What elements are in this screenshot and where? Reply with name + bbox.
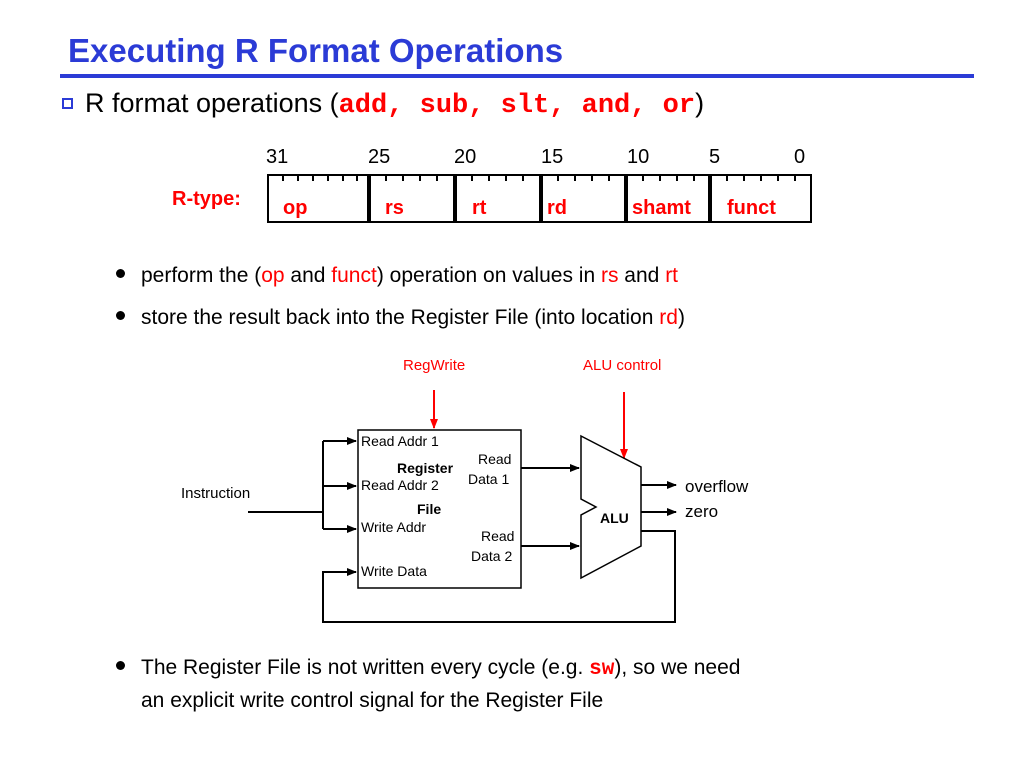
bullet-store: store the result back into the Register … — [116, 306, 685, 330]
heading-ops: add, sub, slt, and, or — [338, 91, 696, 121]
datapath-wires — [248, 437, 677, 623]
bullet3-line2: an explicit write control signal for the… — [141, 689, 604, 712]
bullet3-text-a: The Register File is not written every c… — [141, 656, 590, 679]
bullet1-rt: rt — [665, 264, 679, 287]
write-addr-label: Write Addr — [361, 519, 427, 535]
read-data-1-label-a: Read — [478, 451, 512, 467]
square-bullet-icon — [62, 98, 73, 109]
read-data-2-label-b: Data 2 — [471, 548, 513, 564]
read-data-2-label-a: Read — [481, 528, 515, 544]
read-addr-1-label: Read Addr 1 — [361, 433, 439, 449]
bullet1-rs: rs — [600, 264, 619, 287]
field-rt: rt — [472, 197, 487, 219]
heading-r-format: R format operations (add, sub, slt, and,… — [62, 88, 704, 121]
bullet1-text-b: and — [284, 264, 332, 287]
bit-label-31: 31 — [266, 146, 289, 168]
alu-block — [580, 434, 642, 580]
field-rs: rs — [385, 197, 404, 219]
field-shamt: shamt — [632, 197, 691, 219]
zero-label: zero — [685, 502, 719, 521]
rtype-label: R-type: — [172, 188, 241, 210]
field-op: op — [283, 197, 308, 219]
bullet2-text-b: ) — [677, 306, 685, 329]
heading-suffix: ) — [695, 88, 705, 118]
bullet1-funct: funct — [331, 264, 377, 287]
register-file-block — [357, 429, 522, 589]
bit-label-15: 15 — [541, 146, 564, 168]
title-underline — [60, 74, 974, 78]
write-data-label: Write Data — [361, 563, 427, 579]
bullet2-text-a: store the result back into the Register … — [141, 306, 660, 329]
register-file-title-1: Register — [397, 460, 454, 476]
bullet1-op: op — [261, 264, 285, 287]
register-file-title-2: File — [417, 501, 442, 517]
bullet-dot-icon — [116, 311, 125, 320]
bullet3-text-b: ), so we need — [614, 656, 741, 679]
bit-label-10: 10 — [627, 146, 650, 168]
bit-label-5: 5 — [709, 146, 721, 168]
bullet-dot-icon — [116, 269, 125, 278]
read-data-1-label-b: Data 1 — [468, 471, 510, 487]
regwrite-label: RegWrite — [403, 357, 466, 374]
bullet1-text-d: and — [618, 264, 666, 287]
heading-prefix: R format operations ( — [85, 88, 339, 118]
bullet-perform: perform the (op and funct) operation on … — [116, 264, 678, 288]
bullet1-text-a: perform the ( — [141, 264, 262, 287]
bit-label-0: 0 — [794, 146, 806, 168]
alu-label: ALU — [600, 510, 629, 526]
field-funct: funct — [727, 197, 776, 219]
bullet2-rd: rd — [659, 306, 678, 329]
bullet1-text-c: ) operation on values in — [376, 264, 601, 287]
instruction-label: Instruction — [181, 485, 251, 502]
bit-label-20: 20 — [454, 146, 477, 168]
field-rd: rd — [547, 197, 567, 219]
bullet3-code: sw — [589, 658, 615, 681]
alu-control-label: ALU control — [583, 357, 662, 374]
bullet-register-file-note: The Register File is not written every c… — [116, 656, 740, 681]
rtype-format-box — [267, 174, 812, 223]
bit-label-25: 25 — [368, 146, 391, 168]
bullet-dot-icon — [116, 661, 125, 670]
page-title: Executing R Format Operations — [68, 32, 564, 69]
overflow-label: overflow — [685, 477, 749, 496]
read-addr-2-label: Read Addr 2 — [361, 477, 439, 493]
